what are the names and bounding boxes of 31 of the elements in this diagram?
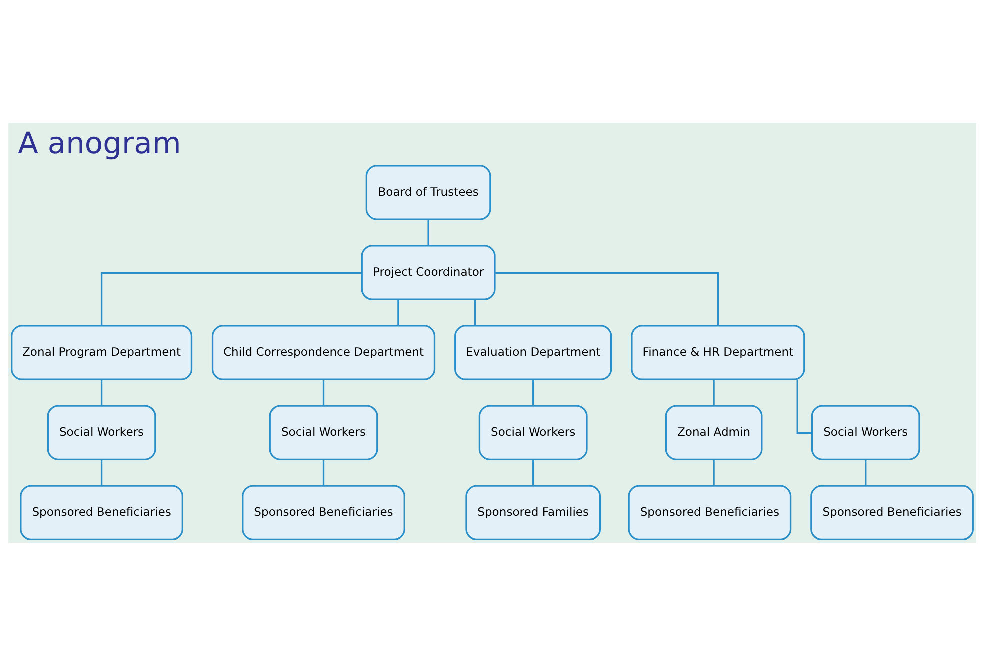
node-box: Social Workers [47, 405, 156, 460]
connector [713, 460, 715, 486]
connector [865, 460, 867, 486]
connector [322, 460, 325, 486]
node-box: Sponsored Families [466, 485, 601, 541]
connector [100, 380, 103, 406]
node-box: Sponsored Beneficiaries [20, 485, 184, 541]
node-box: Social Workers [269, 405, 378, 460]
connector [100, 272, 362, 326]
connector [322, 380, 325, 406]
node-box: Sponsored Beneficiaries [628, 485, 792, 541]
node-box: Social Workers [811, 405, 920, 460]
connector [100, 460, 103, 486]
node-box: Project Coordinator [361, 245, 496, 300]
connector [398, 300, 400, 326]
node-box: Zonal Program Department [11, 325, 193, 380]
node-box: Board of Trustees [366, 165, 492, 220]
node-box: Child Correspondence Department [212, 325, 436, 380]
node-box: Social Workers [478, 405, 588, 460]
diagram-title: A anogram [18, 126, 182, 162]
node-box: Sponsored Beneficiaries [810, 485, 974, 541]
node-box: Evaluation Department [454, 325, 612, 380]
connector [532, 380, 534, 406]
node-box: Zonal Admin [665, 405, 763, 460]
connector [532, 460, 534, 486]
connector [474, 300, 476, 326]
connector [428, 220, 430, 246]
node-box: Sponsored Beneficiaries [242, 485, 406, 541]
connector [495, 272, 719, 326]
connector [713, 380, 715, 406]
node-box: Finance & HR Department [631, 325, 806, 380]
